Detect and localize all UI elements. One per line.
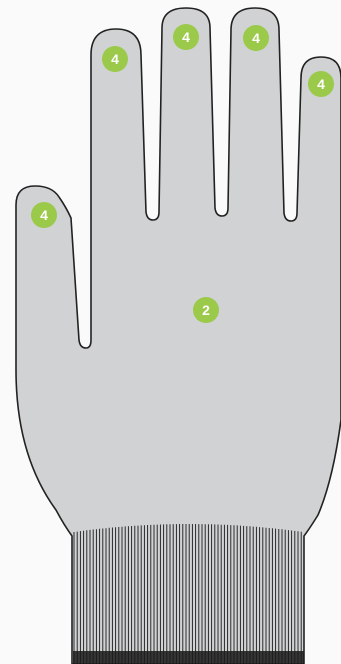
thumb-badge: 4	[31, 202, 57, 228]
cuff-bottom-band	[73, 651, 304, 664]
palm-badge-label: 2	[202, 302, 210, 318]
middle-badge-label: 4	[182, 29, 190, 45]
thumb-badge-label: 4	[40, 207, 48, 223]
pinky-badge-label: 4	[317, 76, 325, 92]
middle-badge: 4	[173, 24, 199, 50]
ring-badge: 4	[243, 25, 269, 51]
palm-badge: 2	[193, 297, 219, 323]
index-badge: 4	[102, 46, 128, 72]
pinky-badge: 4	[308, 71, 334, 97]
ring-badge-label: 4	[252, 30, 260, 46]
index-badge-label: 4	[111, 51, 119, 67]
glove-body	[16, 8, 341, 664]
